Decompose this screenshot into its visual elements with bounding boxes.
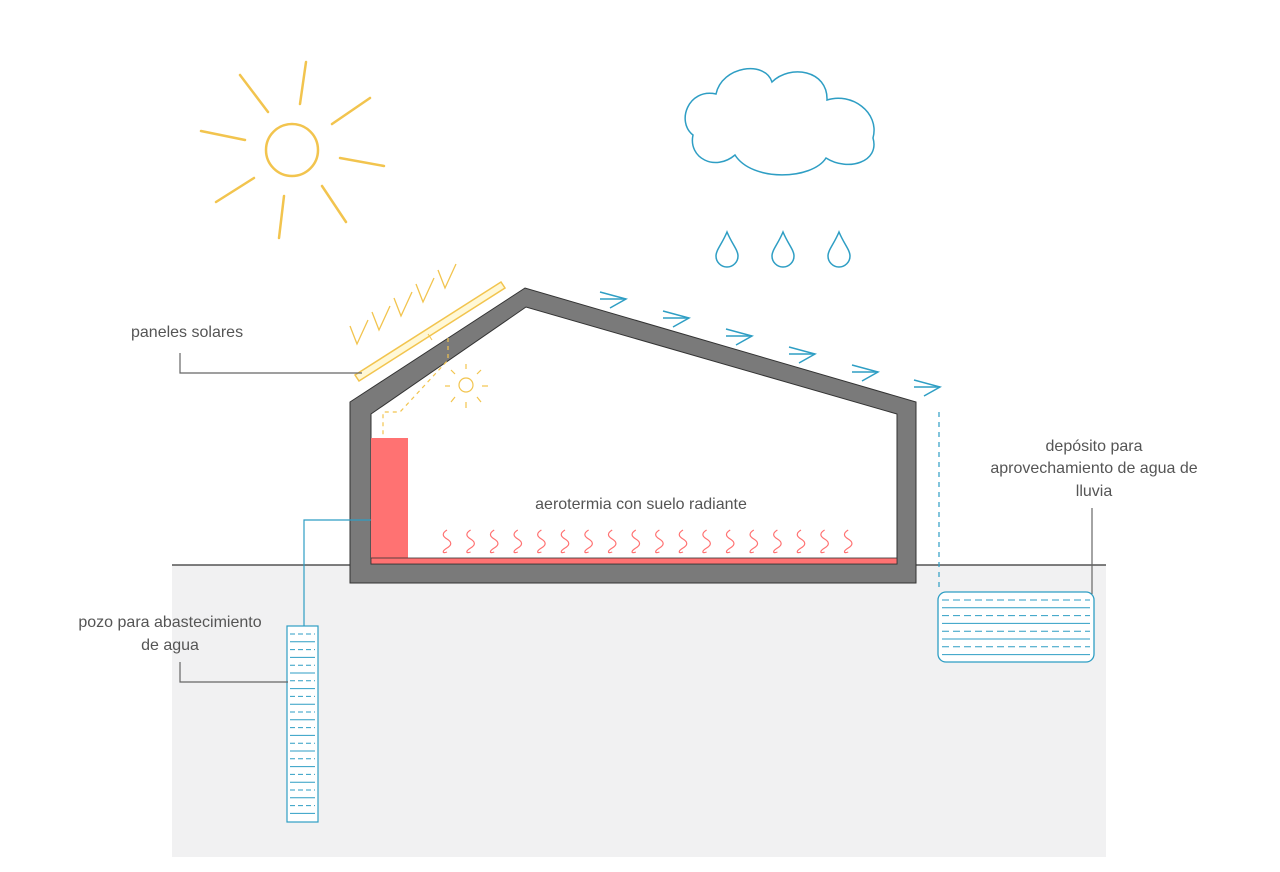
heat-pump-unit <box>371 438 408 560</box>
flow-arrows <box>599 291 942 397</box>
rain-tank <box>937 591 1095 663</box>
heat-wave-icon <box>513 529 523 554</box>
heat-wave-icon <box>773 529 782 554</box>
label-well-line2: de agua <box>141 637 199 654</box>
wind-arrow-icon <box>725 328 754 346</box>
heat-wave-icon <box>631 529 641 554</box>
wind-arrow-icon <box>599 291 628 309</box>
raindrop-icon <box>827 230 851 268</box>
heat-wave-icon <box>749 529 759 554</box>
heat-wave-icon <box>796 529 806 554</box>
raindrop-icon <box>771 230 795 268</box>
wind-arrow-icon <box>913 379 942 397</box>
heat-wave-icon <box>466 529 475 554</box>
heat-wave-icon <box>655 529 664 554</box>
leader-solar-panels <box>179 353 362 374</box>
cloud-icon <box>684 67 875 176</box>
heat-wave-icon <box>560 529 570 554</box>
well-pipe <box>303 519 371 626</box>
heat-wave-icon <box>442 529 452 554</box>
wind-arrow-icon <box>788 346 817 364</box>
label-tank-line2: aprovechamiento de agua de <box>990 460 1197 477</box>
bulb-icon <box>445 364 488 408</box>
raindrop-icon <box>715 230 739 268</box>
wind-arrow-icon <box>662 310 691 328</box>
solar-panel <box>353 280 507 383</box>
leader-well <box>179 662 288 683</box>
wind-arrow-icon <box>851 364 880 382</box>
heat-wave-icon <box>843 529 853 554</box>
sun-rays-on-panel <box>349 263 457 346</box>
label-tank-line3: lluvia <box>1076 483 1113 500</box>
label-tank-line1: depósito para <box>1046 438 1143 455</box>
label-solar-panels: paneles solares <box>131 324 243 341</box>
heat-wave-icon <box>489 529 499 554</box>
raindrops <box>715 230 851 268</box>
heat-wave-icon <box>725 529 735 554</box>
heat-wave-icon <box>607 529 617 554</box>
heat-wave-icon <box>820 529 829 554</box>
heat-wave-icon <box>584 529 593 554</box>
radiant-floor <box>370 557 898 565</box>
heat-waves <box>442 529 853 554</box>
label-well-line1: pozo para abastecimiento <box>78 614 261 631</box>
heat-wave-icon <box>678 529 688 554</box>
well <box>286 625 319 823</box>
heat-wave-icon <box>537 529 546 554</box>
heat-wave-icon <box>702 529 711 554</box>
label-aerothermal: aerotermia con suelo radiante <box>535 496 747 513</box>
sun-icon <box>199 60 386 240</box>
